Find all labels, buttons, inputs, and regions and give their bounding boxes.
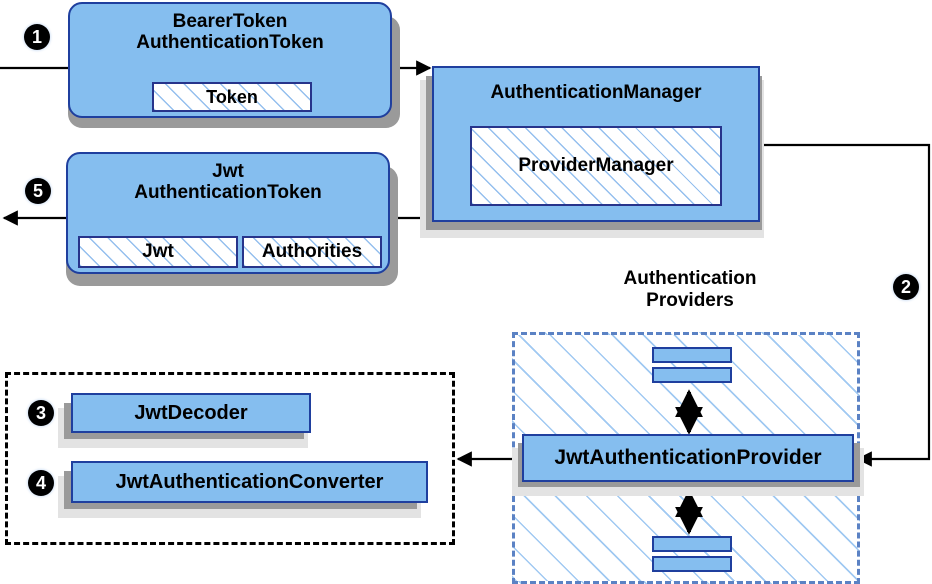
jwt-decoder-box[interactable]: JwtDecoder <box>71 393 311 433</box>
bearer-token-title: BearerToken AuthenticationToken <box>136 11 324 54</box>
authorities-inner-box: Authorities <box>242 236 382 268</box>
authorities-label: Authorities <box>261 241 363 262</box>
jwt-authentication-provider-box[interactable]: JwtAuthenticationProvider <box>522 434 854 482</box>
step-3-bullet: 3 <box>28 400 54 426</box>
jwt-authentication-converter-label: JwtAuthenticationConverter <box>115 470 384 493</box>
provider-stub-bar-top-2 <box>652 367 732 383</box>
authentication-manager-box[interactable]: AuthenticationManager ProviderManager <box>432 66 760 222</box>
jwt-token-title: Jwt AuthenticationToken <box>134 161 322 204</box>
step-5-number: 5 <box>32 180 43 201</box>
provider-stub-bar-bottom-1 <box>652 536 732 552</box>
step-2-bullet: 2 <box>893 274 919 300</box>
provider-manager-inner-box: ProviderManager <box>470 126 722 206</box>
step-1-bullet: 1 <box>24 24 50 50</box>
step-1-number: 1 <box>31 26 42 47</box>
token-label: Token <box>206 86 258 107</box>
step-4-number: 4 <box>35 472 46 493</box>
step-3-number: 3 <box>35 402 46 423</box>
bearer-token-authentication-token-box[interactable]: BearerToken AuthenticationToken Token <box>68 2 392 118</box>
jwt-label: Jwt <box>142 241 174 262</box>
authentication-providers-label: Authentication Providers <box>623 268 757 311</box>
authentication-manager-title: AuthenticationManager <box>490 82 702 103</box>
provider-stub-bar-top-1 <box>652 347 732 363</box>
step-5-bullet: 5 <box>25 178 51 204</box>
support-components-container <box>5 372 455 545</box>
jwt-authentication-provider-label: JwtAuthenticationProvider <box>554 446 822 469</box>
token-inner-box: Token <box>152 82 312 112</box>
step-2-number: 2 <box>900 276 911 297</box>
provider-stub-bar-bottom-2 <box>652 556 732 572</box>
step-4-bullet: 4 <box>28 470 54 496</box>
jwt-inner-box: Jwt <box>78 236 238 268</box>
jwt-decoder-label: JwtDecoder <box>134 401 248 424</box>
provider-manager-label: ProviderManager <box>518 155 674 176</box>
jwt-authentication-converter-box[interactable]: JwtAuthenticationConverter <box>71 461 428 503</box>
jwt-authentication-token-box[interactable]: Jwt AuthenticationToken Jwt Authorities <box>66 152 390 274</box>
